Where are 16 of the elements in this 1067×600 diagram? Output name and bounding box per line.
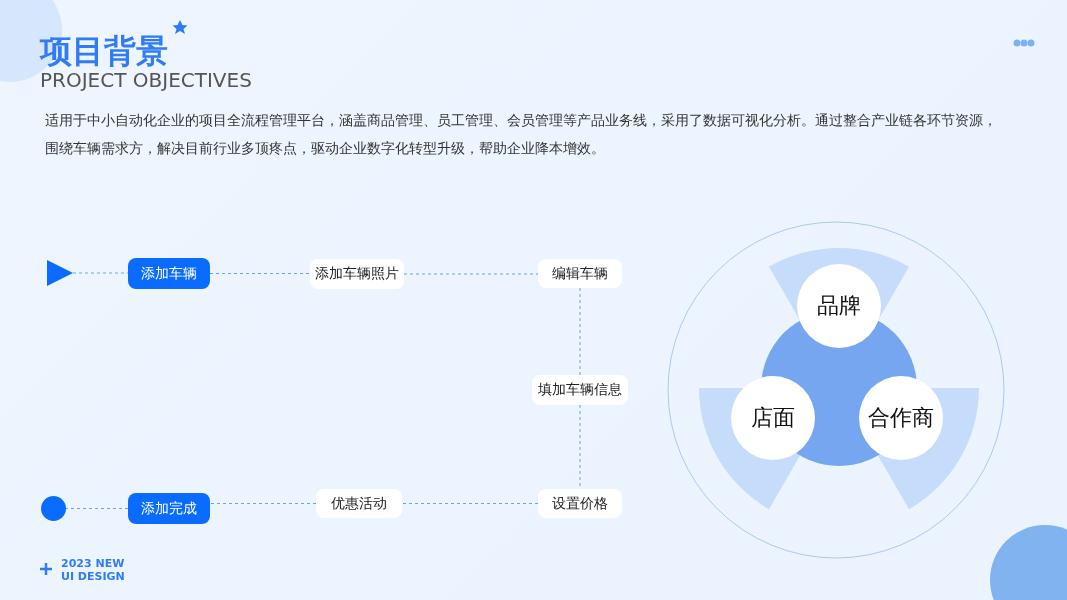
step-label-box: 优惠活动 <box>316 489 402 518</box>
connector-line <box>579 287 581 376</box>
step-label-box: 设置价格 <box>538 489 622 518</box>
step-label-box: 编辑车辆 <box>538 259 622 288</box>
start-triangle <box>47 260 73 286</box>
footer-text: 2023 NEW UI DESIGN <box>61 557 126 583</box>
step-label-box: 填加车辆信息 <box>532 375 628 405</box>
end-dot <box>41 496 66 521</box>
connector-line <box>403 273 539 275</box>
step-box: 添加完成 <box>128 493 210 524</box>
description-paragraph: 适用于中小自动化企业的项目全流程管理平台，涵盖商品管理、员工管理、会员管理等产品业务线，采用了数据可视化分析。通过整合产业链各环节资源，围绕车辆需求方，解决目前行业多顶疼点，驱动企业数字化转型升级，帮助企业降本增效。 <box>45 111 998 158</box>
step-label-box: 添加车辆照片 <box>310 259 404 289</box>
connector-line <box>209 273 311 274</box>
step-box: 添加车辆 <box>128 258 210 289</box>
connector-line <box>401 503 539 504</box>
connector-line <box>209 503 317 504</box>
